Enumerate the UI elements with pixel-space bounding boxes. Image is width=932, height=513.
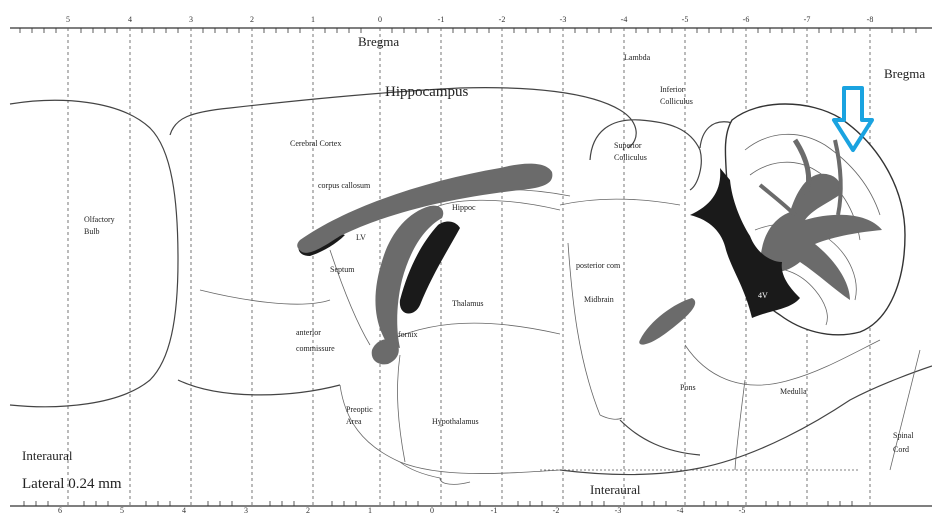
corpus-callosum-label: corpus callosum (318, 181, 371, 190)
preoptic-area-label: Preoptic (346, 405, 373, 414)
bottom-tick-label: 5 (120, 506, 124, 513)
top-scale-labels: 5 4 3 2 1 0 -1 -2 -3 -4 -5 -6 -7 -8 (66, 15, 873, 24)
spinal-cord-label: Spinal (893, 431, 914, 440)
bottom-tick-label: -1 (491, 506, 498, 513)
anterior-commissure-label-2: commissure (296, 344, 335, 353)
bottom-tick-label: 4 (182, 506, 186, 513)
posterior-com-label: posterior com (576, 261, 621, 270)
top-tick-label: -4 (621, 15, 628, 24)
top-tick-label: 2 (250, 15, 254, 24)
midbrain-tract (639, 298, 695, 345)
top-tick-label: 5 (66, 15, 70, 24)
olfactory-bulb-label-2: Bulb (84, 227, 100, 236)
superior-colliculus-label: Superior (614, 141, 642, 150)
medulla-label: Medulla (780, 387, 807, 396)
olfactory-bulb-label: Olfactory (84, 215, 115, 224)
anterior-commissure (372, 339, 399, 364)
bottom-ruler (10, 501, 932, 506)
top-ruler (10, 28, 932, 33)
top-tick-label: -6 (743, 15, 750, 24)
fourth-ventricle-label: 4V (758, 291, 768, 300)
hippocampus-label: Hippocampus (385, 84, 468, 100)
top-tick-label: -5 (682, 15, 689, 24)
cortex-base-outline (178, 380, 340, 395)
interaural-bottom-label: Interaural (590, 482, 641, 497)
cerebral-cortex-label: Cerebral Cortex (290, 139, 341, 148)
lv-label: LV (356, 233, 366, 242)
olfactory-bulb-outline (10, 100, 178, 406)
bottom-scale-labels: 6 5 4 3 2 1 0 -1 -2 -3 -4 -5 (58, 506, 745, 513)
interaural-left-label: Interaural (22, 448, 73, 463)
top-tick-label: -2 (499, 15, 506, 24)
white-matter-tracts (297, 164, 695, 365)
fornix-label: fornix (398, 330, 418, 339)
top-tick-label: 3 (189, 15, 193, 24)
ventricles (298, 168, 800, 318)
top-tick-label: -3 (560, 15, 567, 24)
bregma-right-label: Bregma (884, 66, 925, 81)
hippoc-label: Hippoc (452, 203, 476, 212)
preoptic-area-label-2: Area (346, 417, 362, 426)
pons-label: Pons (680, 383, 696, 392)
top-tick-label: -1 (438, 15, 445, 24)
bottom-tick-label: -4 (677, 506, 684, 513)
inferior-colliculus-label: Inferior (660, 85, 685, 94)
bottom-tick-label: 2 (306, 506, 310, 513)
bregma-label: Bregma (358, 34, 399, 49)
bottom-tick-label: -5 (739, 506, 746, 513)
bottom-tick-label: 3 (244, 506, 248, 513)
lateral-label: Lateral 0.24 mm (22, 476, 122, 492)
top-tick-label: 4 (128, 15, 132, 24)
septum-label: Septum (330, 265, 355, 274)
spinal-cord-label-2: Cord (893, 445, 909, 454)
midbrain-label: Midbrain (584, 295, 614, 304)
bottom-tick-label: 1 (368, 506, 372, 513)
bottom-tick-label: 0 (430, 506, 434, 513)
top-tick-label: -8 (867, 15, 874, 24)
superior-colliculus-label-2: Colliculus (614, 153, 647, 162)
thalamus-label: Thalamus (452, 299, 484, 308)
top-tick-label: -7 (804, 15, 811, 24)
bottom-tick-label: -2 (553, 506, 560, 513)
top-tick-label: 1 (311, 15, 315, 24)
inferior-colliculus-label-2: Colliculus (660, 97, 693, 106)
hypothalamus-label: Hypothalamus (432, 417, 479, 426)
top-tick-label: 0 (378, 15, 382, 24)
lambda-label: Lambda (624, 53, 651, 62)
bottom-tick-label: 6 (58, 506, 62, 513)
anterior-commissure-label: anterior (296, 328, 321, 337)
bottom-tick-label: -3 (615, 506, 622, 513)
